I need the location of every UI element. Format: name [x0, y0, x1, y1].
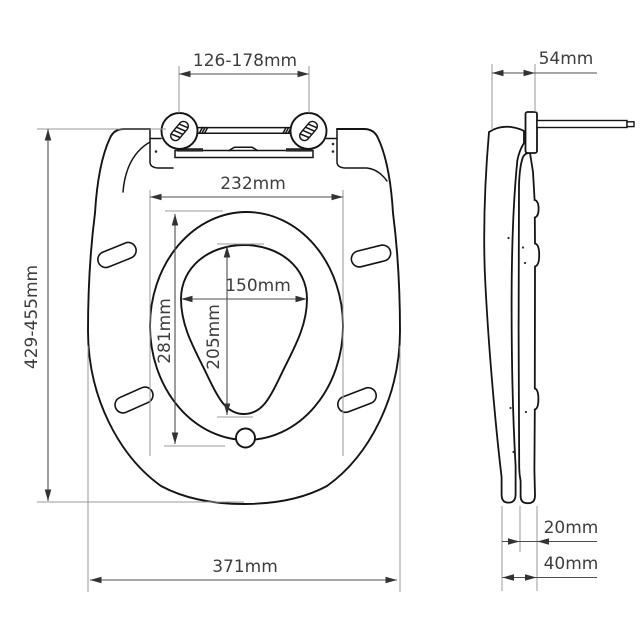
overall-length-label: 429-455mm	[22, 265, 42, 369]
hole-width-label: 150mm	[225, 276, 291, 296]
hinge-spacing-label: 126-178mm	[193, 51, 297, 71]
bottom-bumper	[235, 427, 256, 449]
seat-thickness-label: 20mm	[544, 518, 599, 538]
left-wing-converge-curve	[122, 141, 151, 193]
left-hinge-slot	[170, 120, 189, 142]
seat-outline-right	[243, 128, 401, 505]
plate-tab-right	[286, 148, 312, 152]
hinge-bracket	[524, 111, 538, 154]
dim-inner-length: 281mm	[155, 214, 179, 444]
overall-width-label: 371mm	[212, 557, 278, 577]
bumper-slot-bottom-right	[336, 386, 378, 414]
front-view	[87, 112, 401, 505]
dim-hole-length: 205mm	[204, 246, 231, 415]
lid-profile	[483, 125, 525, 504]
bumper-slot-top-right	[350, 244, 392, 268]
hinge-bar	[196, 126, 292, 135]
right-wing-inner-edge	[336, 128, 388, 182]
dim-hinge-spacing: 126-178mm	[179, 51, 309, 78]
dim-hinge-pin-depth: 54mm	[492, 49, 597, 77]
hinge-plate	[154, 142, 335, 159]
inner-length-label: 281mm	[155, 298, 175, 364]
hinge-pin-depth-label: 54mm	[539, 49, 594, 69]
seat-outline	[88, 129, 400, 504]
dim-hole-width: 150mm	[181, 276, 307, 303]
dim-overall-length: 429-455mm	[22, 129, 52, 501]
bumper-slot-bottom-left	[114, 386, 154, 414]
profile-detail-dots	[507, 236, 528, 454]
side-view	[483, 111, 635, 505]
seat-profile	[517, 152, 541, 505]
dim-seat-thickness: 20mm	[502, 518, 599, 545]
seat-outline-left	[87, 128, 245, 505]
left-wing-inner-edge	[149, 128, 174, 169]
dim-overall-width: 371mm	[90, 557, 397, 584]
water-hole	[180, 244, 308, 415]
bumper-slot-top-left	[97, 241, 137, 269]
dim-inner-width: 232mm	[150, 174, 343, 201]
hinge-pin-cap	[626, 121, 635, 128]
hole-length-label: 205mm	[204, 304, 224, 370]
plate-tab-left	[177, 148, 203, 152]
plate-center-bump	[228, 146, 259, 152]
inner-width-label: 232mm	[220, 174, 286, 194]
hinge-pin	[536, 119, 628, 129]
total-thickness-label: 40mm	[544, 554, 599, 574]
dimension-annotations: 126-178mm 54mm 232mm 429-455mm 150mm 281…	[22, 49, 598, 592]
dim-total-thickness: 40mm	[502, 554, 599, 581]
right-hinge-slot	[299, 120, 318, 142]
